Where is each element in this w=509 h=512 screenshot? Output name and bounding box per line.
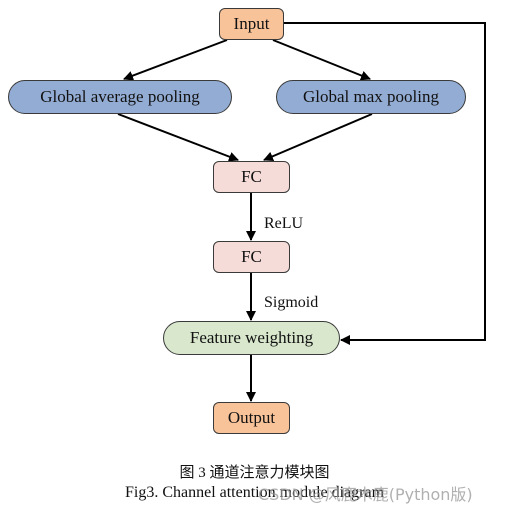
relu-edge-label: ReLU	[264, 215, 304, 232]
global-average-pooling-label: Global average pooling	[40, 87, 200, 106]
input-node-label: Input	[233, 14, 270, 33]
caption-chinese: 图 3 通道注意力模块图	[179, 465, 330, 481]
global-max-pooling-node: Global max pooling	[276, 80, 466, 114]
sigmoid-edge-label: Sigmoid	[264, 294, 319, 311]
output-node: Output	[213, 402, 290, 434]
feature-weighting-label: Feature weighting	[189, 328, 314, 347]
arrow-input-to-gap	[123, 39, 228, 81]
arrow-gap-to-fc	[117, 113, 239, 162]
output-node-label: Output	[227, 408, 276, 427]
global-max-pooling-label: Global max pooling	[303, 87, 439, 106]
caption-english: Fig3. Channel attention module diagram	[124, 484, 385, 501]
input-node: Input	[219, 8, 284, 40]
fc-node-2: FC	[213, 241, 290, 273]
arrow-input-to-gmp	[272, 39, 371, 81]
watermark: CSDN @风鹿木鹿(Python版)	[258, 485, 473, 504]
arrow-gmp-to-fc	[263, 113, 373, 162]
fc-node-1-label: FC	[241, 167, 262, 186]
fc-node-2-label: FC	[241, 247, 262, 266]
feature-weighting-node: Feature weighting	[163, 321, 340, 355]
global-average-pooling-node: Global average pooling	[8, 80, 232, 114]
skip-connection-arrow	[284, 22, 486, 345]
fc-node-1: FC	[213, 161, 290, 193]
